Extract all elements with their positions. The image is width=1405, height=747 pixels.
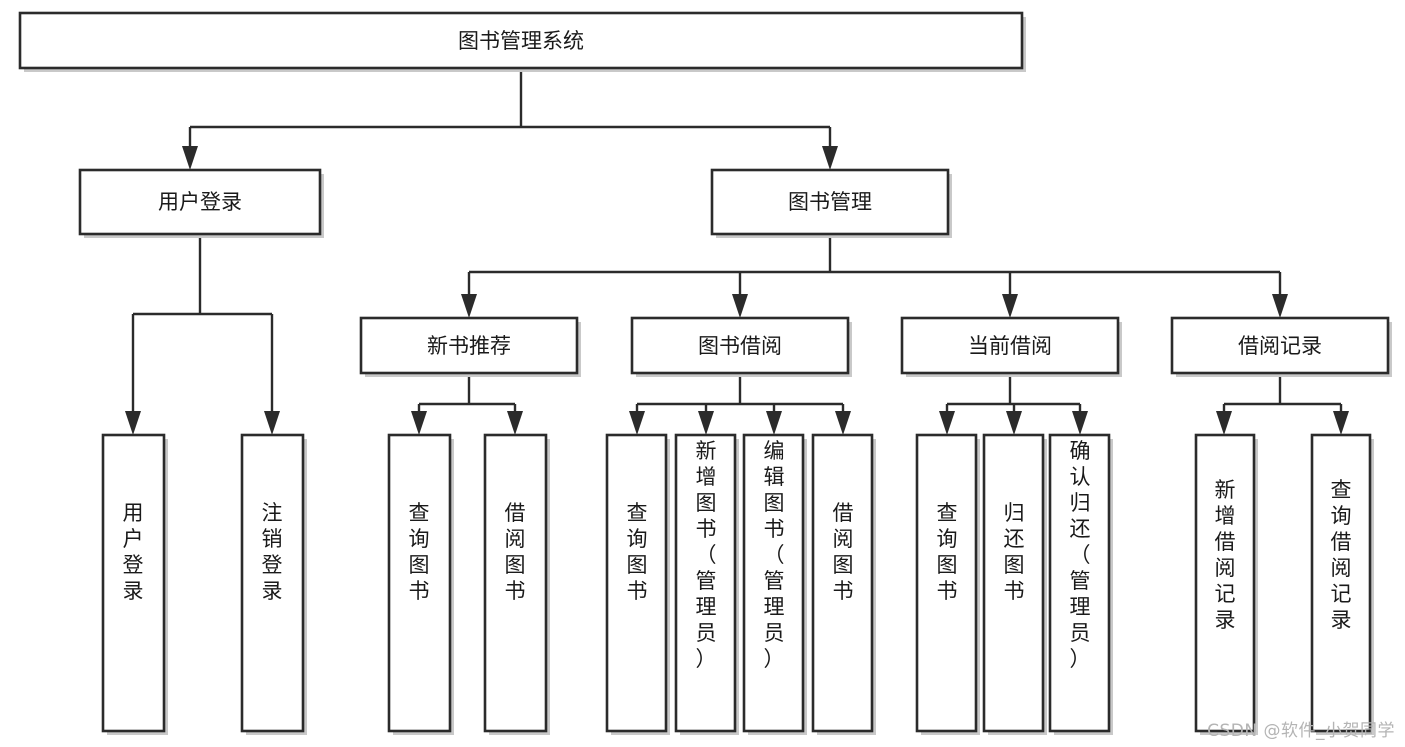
arrow-to-leaf-edit-book bbox=[766, 411, 782, 435]
node-book-manage[interactable]: 图书管理 bbox=[710, 168, 952, 238]
user-login-box[interactable] bbox=[78, 168, 322, 236]
arrow-to-book-borrow bbox=[732, 294, 748, 318]
arrow-to-leaf-query-book-c bbox=[939, 411, 955, 435]
arrow-to-leaf-query-book-a bbox=[411, 411, 427, 435]
arrow-to-current-borrow bbox=[1002, 294, 1018, 318]
leaf-user-login-box[interactable] bbox=[101, 433, 166, 733]
node-leaf-query-book-a[interactable]: 查询图书 bbox=[387, 433, 454, 735]
new-book-rec-label: 新书推荐 bbox=[427, 334, 511, 358]
user-login-label: 用户登录 bbox=[158, 190, 242, 214]
arrow-to-leaf-add-book bbox=[698, 411, 714, 435]
arrow-to-leaf-borrow-book-b bbox=[835, 411, 851, 435]
leaf-query-book-c-label: 查询图书 bbox=[937, 501, 958, 603]
leaf-add-record-label: 新增借阅记录 bbox=[1215, 478, 1236, 632]
new-book-rec-box[interactable] bbox=[359, 316, 579, 375]
root-box[interactable] bbox=[18, 11, 1024, 70]
node-leaf-add-record[interactable]: 新增借阅记录 bbox=[1194, 433, 1258, 735]
leaf-edit-book-box[interactable] bbox=[742, 433, 805, 733]
leaf-query-book-b-box[interactable] bbox=[605, 433, 668, 733]
leaf-query-book-a-box[interactable] bbox=[387, 433, 452, 733]
node-leaf-borrow-book-a[interactable]: 借阅图书 bbox=[483, 433, 550, 735]
leaf-logout-box[interactable] bbox=[240, 433, 305, 733]
leaf-confirm-return-label: 确认归还（管理员） bbox=[1070, 439, 1091, 671]
arrow-to-leaf-query-book-b bbox=[629, 411, 645, 435]
node-leaf-add-book[interactable]: 新增图书（管理员） bbox=[674, 433, 739, 735]
book-manage-box[interactable] bbox=[710, 168, 950, 236]
arrow-to-borrow-record bbox=[1272, 294, 1288, 318]
arrow-root-to-user-login bbox=[182, 146, 198, 170]
leaf-borrow-book-a-box[interactable] bbox=[483, 433, 548, 733]
node-leaf-query-book-c[interactable]: 查询图书 bbox=[915, 433, 980, 735]
leaf-borrow-book-a-label: 借阅图书 bbox=[505, 501, 526, 603]
leaf-query-record-box[interactable] bbox=[1310, 433, 1372, 733]
node-user-login[interactable]: 用户登录 bbox=[78, 168, 324, 238]
current-borrow-label: 当前借阅 bbox=[968, 334, 1052, 358]
node-current-borrow[interactable]: 当前借阅 bbox=[900, 316, 1122, 377]
csdn-watermark: CSDN @软件_小贺同学 bbox=[1207, 721, 1395, 741]
borrow-record-label: 借阅记录 bbox=[1238, 334, 1322, 358]
node-leaf-query-book-b[interactable]: 查询图书 bbox=[605, 433, 670, 735]
node-root[interactable]: 图书管理系统 bbox=[18, 11, 1026, 72]
leaf-query-book-c-box[interactable] bbox=[915, 433, 978, 733]
leaf-user-login-label: 用户登录 bbox=[123, 501, 144, 603]
arrow-to-leaf-user-login bbox=[125, 411, 141, 435]
leaf-add-book-label: 新增图书（管理员） bbox=[696, 439, 717, 671]
leaf-confirm-return-box[interactable] bbox=[1048, 433, 1111, 733]
current-borrow-box[interactable] bbox=[900, 316, 1120, 375]
arrow-root-to-book-manage bbox=[822, 146, 838, 170]
node-borrow-record[interactable]: 借阅记录 bbox=[1170, 316, 1392, 377]
arrow-to-leaf-confirm-return bbox=[1072, 411, 1088, 435]
node-leaf-borrow-book-b[interactable]: 借阅图书 bbox=[811, 433, 876, 735]
node-leaf-edit-book[interactable]: 编辑图书（管理员） bbox=[742, 433, 807, 735]
arrow-to-leaf-query-record bbox=[1333, 411, 1349, 435]
leaf-logout-label: 注销登录 bbox=[262, 501, 283, 603]
book-borrow-label: 图书借阅 bbox=[698, 334, 782, 358]
leaf-query-book-b-label: 查询图书 bbox=[627, 501, 648, 603]
leaf-borrow-book-b-label: 借阅图书 bbox=[833, 501, 854, 603]
arrow-to-leaf-borrow-book-a bbox=[507, 411, 523, 435]
leaf-add-book-box[interactable] bbox=[674, 433, 737, 733]
arrow-to-new-book-rec bbox=[461, 294, 477, 318]
node-leaf-confirm-return[interactable]: 确认归还（管理员） bbox=[1048, 433, 1113, 735]
borrow-record-box[interactable] bbox=[1170, 316, 1390, 375]
node-new-book-recommend[interactable]: 新书推荐 bbox=[359, 316, 581, 377]
node-leaf-user-login[interactable]: 用户登录 bbox=[101, 433, 168, 735]
arrow-to-leaf-add-record bbox=[1216, 411, 1232, 435]
arrow-to-leaf-logout bbox=[264, 411, 280, 435]
leaf-return-book-label: 归还图书 bbox=[1004, 501, 1025, 603]
leaf-borrow-book-b-box[interactable] bbox=[811, 433, 874, 733]
leaf-edit-book-label: 编辑图书（管理员） bbox=[764, 439, 785, 671]
node-book-borrow[interactable]: 图书借阅 bbox=[630, 316, 852, 377]
leaf-query-book-a-label: 查询图书 bbox=[409, 501, 430, 603]
node-leaf-logout[interactable]: 注销登录 bbox=[240, 433, 307, 735]
leaf-return-book-box[interactable] bbox=[982, 433, 1045, 733]
node-leaf-query-record[interactable]: 查询借阅记录 bbox=[1310, 433, 1374, 735]
arrow-to-leaf-return-book bbox=[1006, 411, 1022, 435]
connector-layer bbox=[125, 68, 1349, 435]
book-manage-label: 图书管理 bbox=[788, 190, 872, 214]
root-label: 图书管理系统 bbox=[458, 29, 584, 53]
leaf-query-record-label: 查询借阅记录 bbox=[1331, 478, 1352, 632]
leaf-add-record-box[interactable] bbox=[1194, 433, 1256, 733]
node-leaf-return-book[interactable]: 归还图书 bbox=[982, 433, 1047, 735]
book-borrow-box[interactable] bbox=[630, 316, 850, 375]
